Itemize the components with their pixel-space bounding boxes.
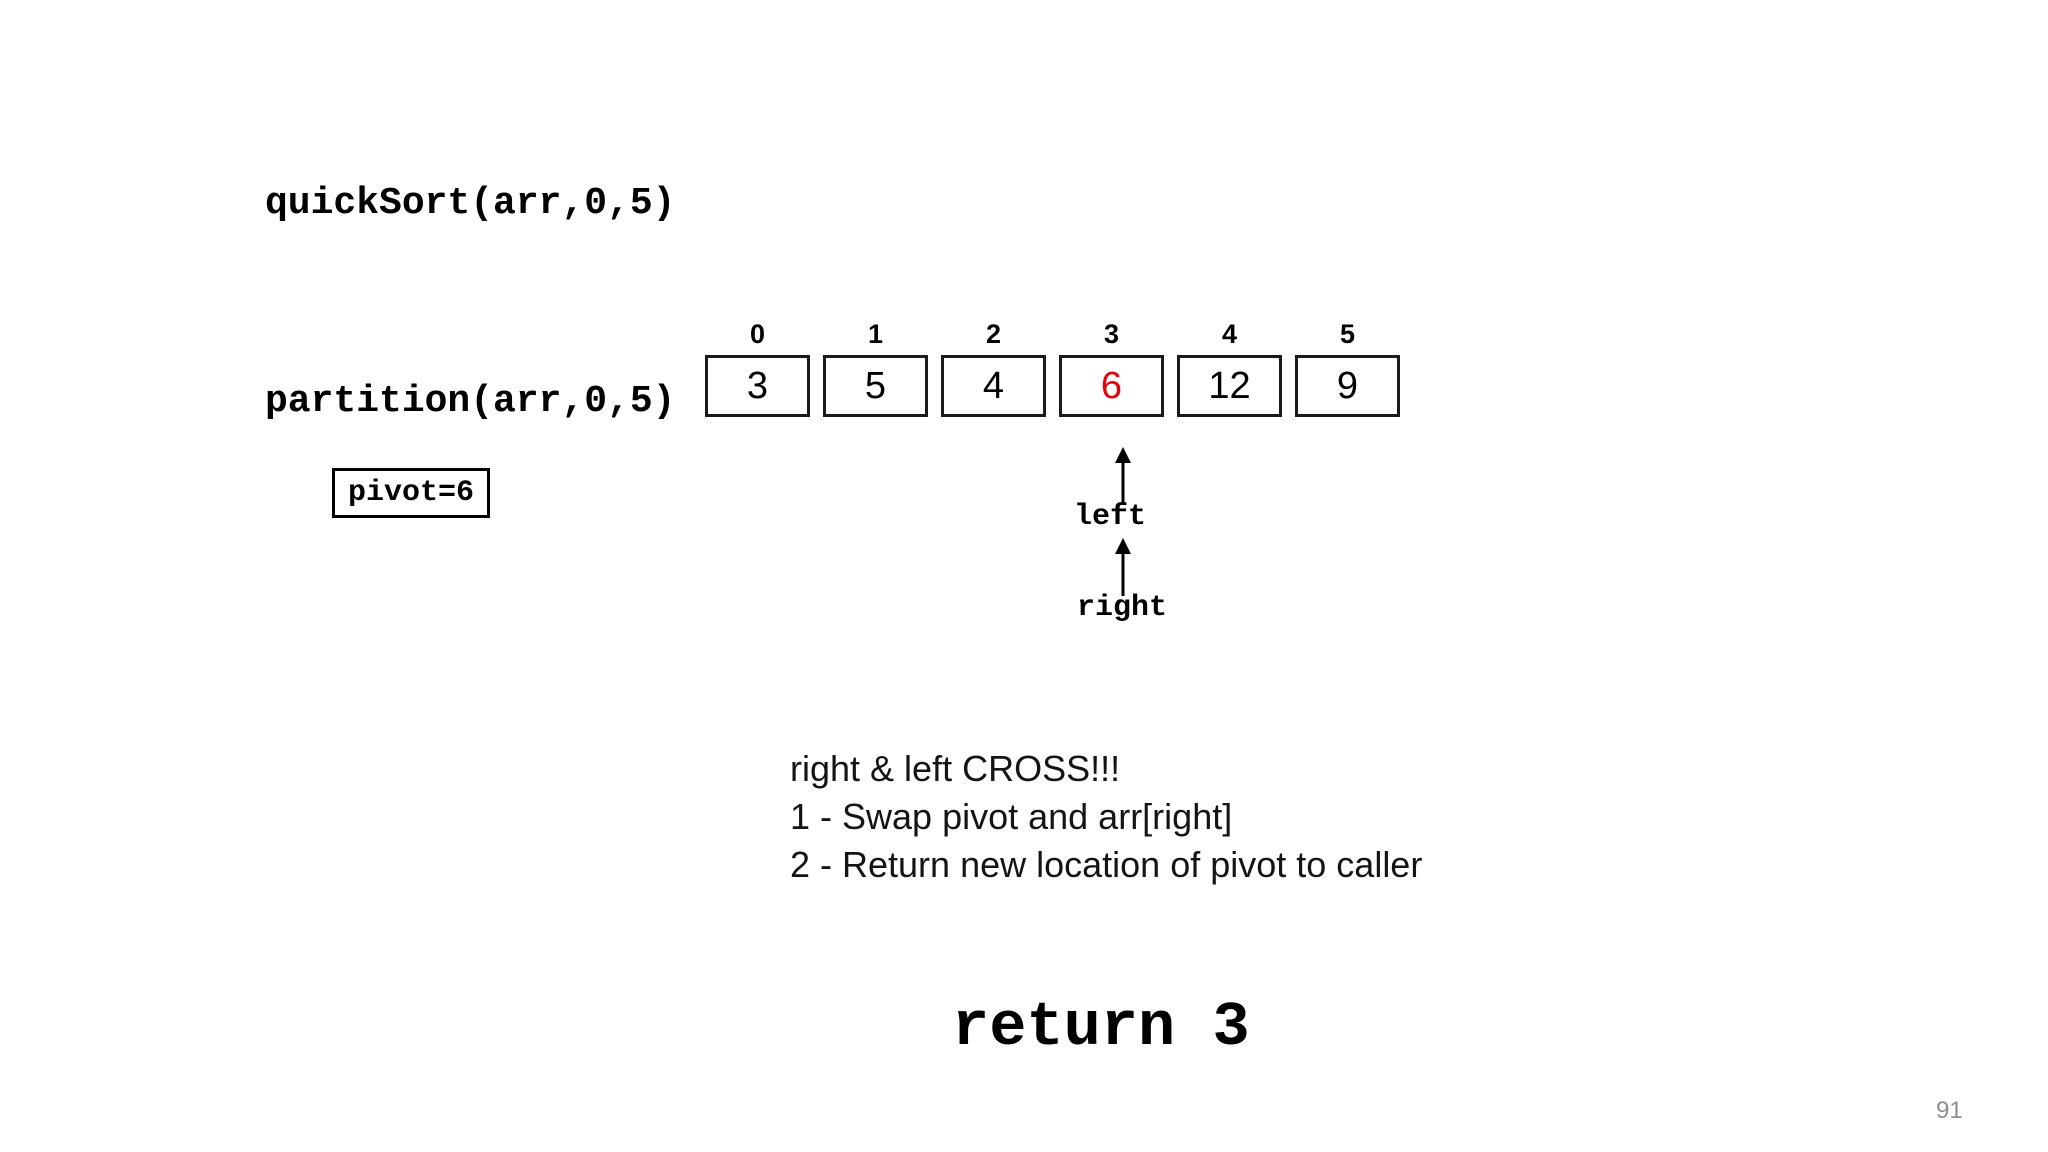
array-cell: 4 [941,355,1046,417]
array-index-label: 3 [1103,319,1120,349]
array-index-label: 2 [985,319,1002,349]
left-pointer-arrow-icon [1115,447,1131,505]
right-pointer-arrow-icon [1115,538,1131,596]
explanation-line: 2 - Return new location of pivot to call… [790,844,1423,885]
array-cell-pivot: 6 [1059,355,1164,417]
array-index-row: 0 1 2 3 4 5 [705,318,1413,350]
array-cell: 12 [1177,355,1282,417]
right-pointer-label: right [1077,591,1168,625]
array-visualization: 0 1 2 3 4 5 3 5 4 6 12 9 [705,318,1413,417]
page-number: 91 [1936,1097,1963,1124]
return-statement: return 3 [952,992,1250,1063]
array-cell: 3 [705,355,810,417]
array-cell-row: 3 5 4 6 12 9 [705,355,1413,417]
array-index-label: 1 [867,319,884,349]
array-index-label: 0 [749,319,766,349]
pivot-box-label: pivot=6 [347,476,475,510]
array-cell: 5 [823,355,928,417]
array-index-label: 4 [1221,319,1238,349]
partition-call-label: partition(arr,0,5) [265,380,676,423]
array-index-label: 5 [1339,319,1356,349]
explanation-text-block: right & left CROSS!!! 1 - Swap pivot and… [790,745,1422,889]
quicksort-call-label: quickSort(arr,0,5) [265,182,676,225]
left-pointer-label: left [1074,500,1147,534]
pivot-box: pivot=6 [332,468,490,518]
explanation-line: 1 - Swap pivot and arr[right] [790,796,1233,837]
array-cell: 9 [1295,355,1400,417]
explanation-line: right & left CROSS!!! [790,748,1121,789]
